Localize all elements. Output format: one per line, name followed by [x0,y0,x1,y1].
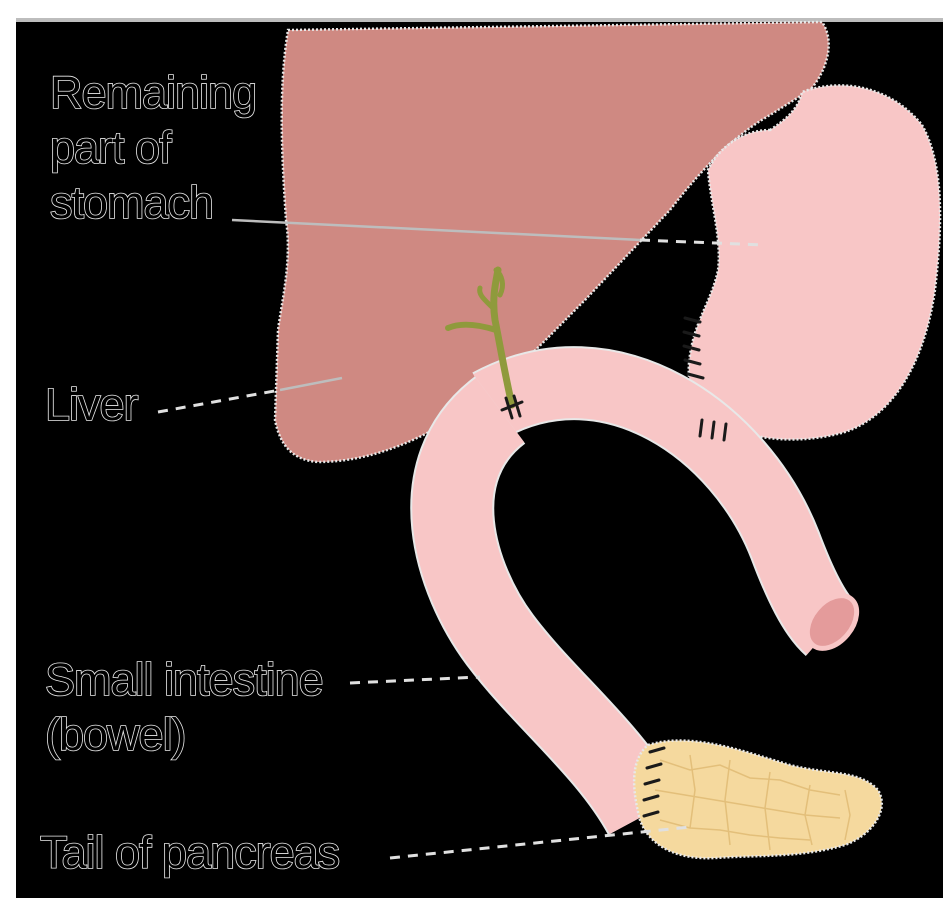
intestine-label: Small intestine (bowel) [45,654,334,760]
stomach-label: Remaining part of stomach [50,67,268,228]
intestine-label-line-2: (bowel) [45,709,186,760]
liver-label: Liver [45,379,139,430]
pancreas-leader-line [390,827,690,858]
liver-leader-line [158,390,280,412]
pancreas-shape [634,741,882,859]
intestine-label-line-1: Small intestine [45,654,323,705]
intestine-leader-line [350,677,480,683]
stomach-label-line-2: part of [50,122,172,173]
pancreas-label: Tail of pancreas [40,827,339,878]
small-intestine-lower [452,410,645,815]
stomach-label-line-1: Remaining [50,67,256,118]
stomach-label-line-3: stomach [50,177,213,228]
